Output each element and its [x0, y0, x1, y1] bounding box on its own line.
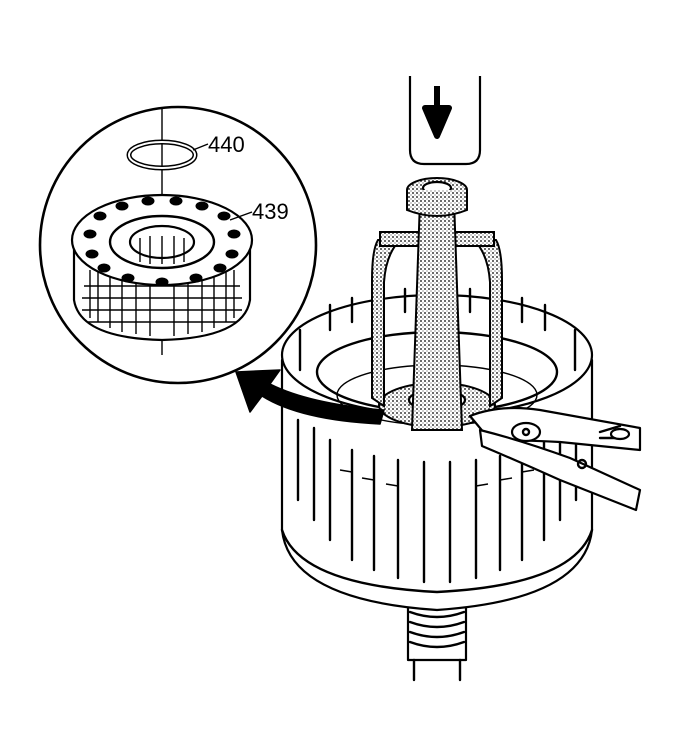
spring-assembly-part: [70, 193, 254, 342]
curved-removal-arrow-icon: [235, 369, 385, 425]
press-ram: [408, 76, 482, 166]
snap-ring-part: [126, 139, 198, 171]
callout-439-label: 439: [252, 199, 289, 224]
spring-compressor-tool: [371, 177, 503, 431]
detail-inset: 440 439: [38, 105, 318, 385]
callout-440-label: 440: [208, 132, 245, 157]
output-shaft: [406, 598, 468, 682]
snap-ring-pliers: [468, 406, 642, 512]
down-arrow-icon: [422, 86, 452, 139]
